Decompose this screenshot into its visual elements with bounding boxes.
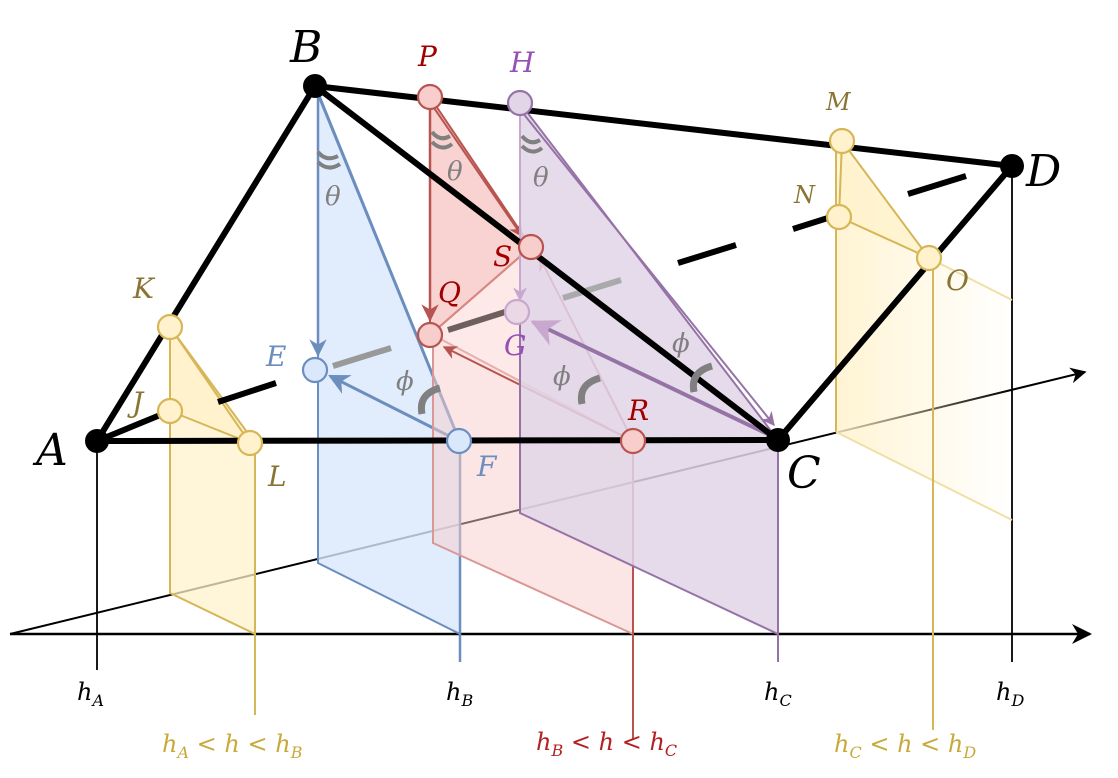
label-L: L [267,460,287,493]
label-R: R [627,394,649,427]
phi-label-blue: ϕ [396,367,414,397]
range-label-bc: hB < h < hC [536,728,677,760]
theta-label-red: θ [447,157,463,187]
edge-CD [775,163,1015,443]
point-S [517,233,545,261]
label-S: S [493,240,512,273]
point-E [301,356,329,384]
phi-label-red: ϕ [553,362,571,392]
label-F: F [476,450,498,483]
point-K [156,313,184,341]
label-B: B [289,22,322,73]
range-label-ab: hA < h < hB [162,730,303,762]
section-plane-yellow-left [169,323,256,715]
axis-tick-labels: hA hB hC hD [77,678,1024,710]
range-label-cd: hC < h < hD [834,730,976,762]
point-labels: K J L E F P Q S R H G M N O [127,40,969,493]
label-C: C [787,448,821,499]
phi-label-purple: ϕ [672,329,690,359]
point-L [236,429,264,457]
range-labels: hA < h < hB hB < h < hC hC < h < hD [162,728,976,762]
angle-labels: θ θ θ ϕ ϕ ϕ [325,157,690,397]
edge-BC [312,83,781,443]
point-Q [416,321,444,349]
label-D: D [1025,146,1061,197]
label-E: E [265,340,286,373]
point-R [619,427,647,455]
label-N: N [793,181,816,209]
vertex-B [303,74,327,98]
section-points [156,83,943,457]
point-G [503,298,531,326]
point-N [825,203,853,231]
point-H [506,89,534,117]
label-G: G [504,329,526,362]
edge-AC [94,437,781,444]
edge-AB [94,83,318,444]
angle-marks [316,130,714,415]
point-M [828,127,856,155]
point-O [915,244,943,272]
label-P: P [417,40,438,73]
theta-label-purple: θ [533,163,549,193]
label-K: K [132,272,156,305]
point-J [156,397,184,425]
label-O: O [946,264,969,297]
label-M: M [825,88,852,116]
vertex-D [1000,154,1024,178]
tick-hB: hB [446,678,473,710]
vertex-labels: A B C D [32,22,1061,499]
point-F [445,427,473,455]
label-H: H [509,46,535,79]
label-J: J [127,386,145,419]
point-P [416,83,444,111]
vertex-A [85,429,109,453]
edge-AJ [94,408,173,444]
label-Q: Q [438,276,461,309]
tick-hC: hC [764,678,792,710]
section-plane-purple [513,100,779,662]
tick-hD: hD [996,678,1024,710]
theta-label-blue: θ [325,182,341,212]
vertices [85,74,1024,453]
label-A: A [32,425,68,476]
vertex-C [766,428,790,452]
section-plane-yellow-right [835,138,1013,730]
tick-hA: hA [77,678,104,710]
